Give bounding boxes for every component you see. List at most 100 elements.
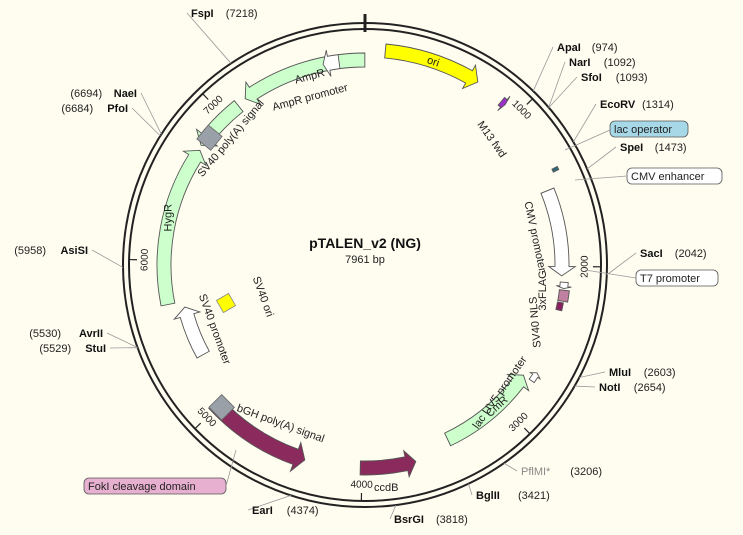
cmv-enhancer-callout: CMV enhancer <box>631 171 705 183</box>
site-name: AvrII <box>79 328 103 340</box>
site-name: BglII <box>476 490 500 502</box>
plasmid-length: 7961 bp <box>345 254 385 266</box>
site-asisi: AsiSI (5958) <box>14 245 124 268</box>
site-position: (5530) <box>29 328 61 340</box>
site-leader <box>606 252 637 276</box>
site-position: (3421) <box>518 490 550 502</box>
site-name: NotI <box>599 382 620 394</box>
site-position: (6684) <box>61 103 93 115</box>
site-leader <box>586 146 617 170</box>
site-position: (1092) <box>604 57 636 69</box>
tick-label-2000: 2000 <box>580 255 591 278</box>
site-name: EarI <box>252 505 273 517</box>
site-leader <box>574 385 596 388</box>
site-name: MluI <box>609 367 631 379</box>
sv40-ori-label: SV40 ori <box>250 275 276 319</box>
cmv-enhancer-leader <box>574 175 628 181</box>
site-spei: SpeI(1473) <box>586 142 687 170</box>
site-name: PfoI <box>107 103 128 115</box>
site-bglii: BglII (3421) <box>468 483 550 502</box>
feature-lac-operator <box>551 165 560 173</box>
site-noti: NotI (2654) <box>574 382 666 394</box>
site-saci: SacI(2042) <box>606 248 707 276</box>
site-name: PflMI* <box>521 466 551 478</box>
site-mlui: MluI (2603) <box>579 367 676 379</box>
site-leader <box>389 504 397 520</box>
site-leader <box>548 76 578 108</box>
site-leader <box>468 483 473 496</box>
site-eari: EarI (4374) <box>247 495 319 517</box>
site-leader <box>186 12 232 64</box>
site-leader <box>532 46 554 92</box>
site-name: SfoI <box>581 72 602 84</box>
tick-7000 <box>202 93 209 100</box>
site-position: (1314) <box>642 99 674 111</box>
feature-label-cmv-promoter: CMV promoter <box>521 200 548 273</box>
site-leader <box>548 61 566 108</box>
tick-5000 <box>194 422 202 430</box>
site-sfoi: SfoI(1093) <box>548 72 648 108</box>
site-position: (3818) <box>436 514 468 526</box>
feature-ccdb <box>359 449 417 479</box>
site-name: NaeI <box>114 88 137 100</box>
site-name: AsiSI <box>60 245 88 257</box>
feature-label-3xflag: 3xFLAG <box>537 270 549 310</box>
feature-label-m13-fwd: M13 fwd <box>475 119 509 160</box>
lac-operator-leader <box>564 129 611 151</box>
site-name: SpeI <box>620 142 643 154</box>
polya-marker <box>208 394 235 421</box>
site-position: (2042) <box>675 248 707 260</box>
sv40-ori-marker <box>215 292 237 314</box>
feature-cmv-promoter <box>540 187 577 277</box>
feature-label-sv40-nls: SV40 NLS <box>527 296 543 348</box>
site-bsrgi: BsrGI (3818) <box>389 504 468 526</box>
site-position: (2654) <box>634 382 666 394</box>
feature-label-ampr-promoter: AmpR promoter <box>271 82 349 114</box>
site-leader <box>106 332 138 348</box>
site-pflmi: PflMI* (3206) <box>503 462 602 478</box>
site-ecorv: EcoRV (1314) <box>572 99 674 143</box>
feature-m13-fwd <box>497 95 511 112</box>
lac-operator-box <box>609 120 689 138</box>
feature-t7-promoter <box>556 281 572 290</box>
site-position: (6694) <box>70 88 102 100</box>
site-leader <box>131 107 161 137</box>
site-fspi: FspI (7218) <box>186 8 258 64</box>
feature-cmr <box>444 373 530 447</box>
site-position: (3206) <box>570 466 602 478</box>
site-name: NarI <box>569 57 590 69</box>
feature-label-ccdb: ccdB <box>374 482 398 494</box>
site-name: BsrGI <box>394 514 424 526</box>
feature-label-ori: ori <box>425 54 440 69</box>
feature-label-hygr: HygR <box>163 204 175 232</box>
site-group: FspI(7218)ApaI(974)NarI(1092)SfoI(1093)E… <box>14 8 706 526</box>
feature-ampr-promoter <box>322 50 341 77</box>
foki-callout: FokI cleavage domain <box>88 481 196 493</box>
polya-marker <box>196 124 223 151</box>
lac-operator-callout: lac operator <box>614 124 672 136</box>
site-position: (5958) <box>14 245 46 257</box>
plasmid-title: pTALEN_v2 (NG) <box>309 235 421 251</box>
site-position: (4374) <box>287 505 319 517</box>
site-naei: NaeI (6694) <box>70 88 162 135</box>
tick-label-6000: 6000 <box>139 248 151 271</box>
site-apai: ApaI(974) <box>532 42 617 92</box>
site-position: (5529) <box>39 343 71 355</box>
site-nari: NarI (1092) <box>548 57 636 108</box>
site-leader <box>572 103 597 143</box>
t7-promoter-callout: T7 promoter <box>640 273 700 285</box>
site-avrii: AvrII (5530) <box>29 328 138 348</box>
site-name: FspI <box>191 8 214 20</box>
site-leader <box>140 92 162 135</box>
site-name: EcoRV <box>600 99 636 111</box>
tick-3000 <box>523 427 531 435</box>
feature-hygr <box>156 149 207 307</box>
site-leader <box>247 495 292 511</box>
t7-promoter-leader <box>584 269 637 279</box>
feature-3xflag <box>557 289 570 303</box>
site-position: (7218) <box>226 8 258 20</box>
site-position: (2603) <box>644 367 676 379</box>
site-stui: StuI(5529) <box>39 343 138 355</box>
site-name: ApaI <box>557 42 581 54</box>
